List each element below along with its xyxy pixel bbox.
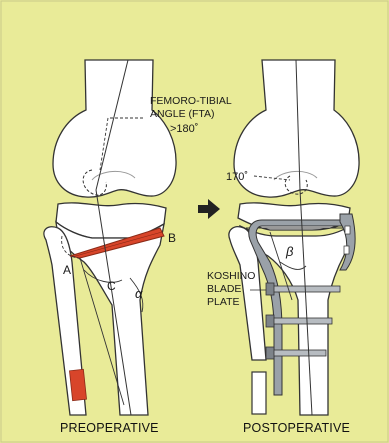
point-c-label: C bbox=[107, 279, 116, 293]
caption-postoperative: POSTOPERATIVE bbox=[243, 421, 350, 435]
alpha-label: α bbox=[135, 286, 143, 301]
point-b-label: B bbox=[168, 231, 176, 245]
caption-preoperative: PREOPERATIVE bbox=[60, 421, 159, 435]
plate-label-line2: BLADE bbox=[207, 283, 241, 295]
post-fibula-lower bbox=[252, 372, 266, 414]
post-angle-value: 170˚ bbox=[226, 171, 248, 183]
fta-label-line1: FEMORO-TIBIAL bbox=[150, 95, 232, 107]
beta-label: β bbox=[285, 244, 294, 259]
pre-femur bbox=[53, 60, 176, 197]
plate-label-line1: KOSHINO bbox=[207, 270, 255, 282]
transition-arrow-icon bbox=[198, 199, 220, 219]
plate-label-line3: PLATE bbox=[207, 296, 239, 308]
fta-label-line2: ANGLE (FTA) bbox=[150, 108, 215, 120]
plate-slot-2 bbox=[344, 246, 349, 254]
fta-value: >180˚ bbox=[170, 123, 198, 135]
plate-slot-1 bbox=[345, 226, 350, 234]
pre-fibula-resection bbox=[69, 369, 86, 400]
postoperative-knee bbox=[229, 60, 359, 415]
point-a-label: A bbox=[63, 263, 71, 277]
